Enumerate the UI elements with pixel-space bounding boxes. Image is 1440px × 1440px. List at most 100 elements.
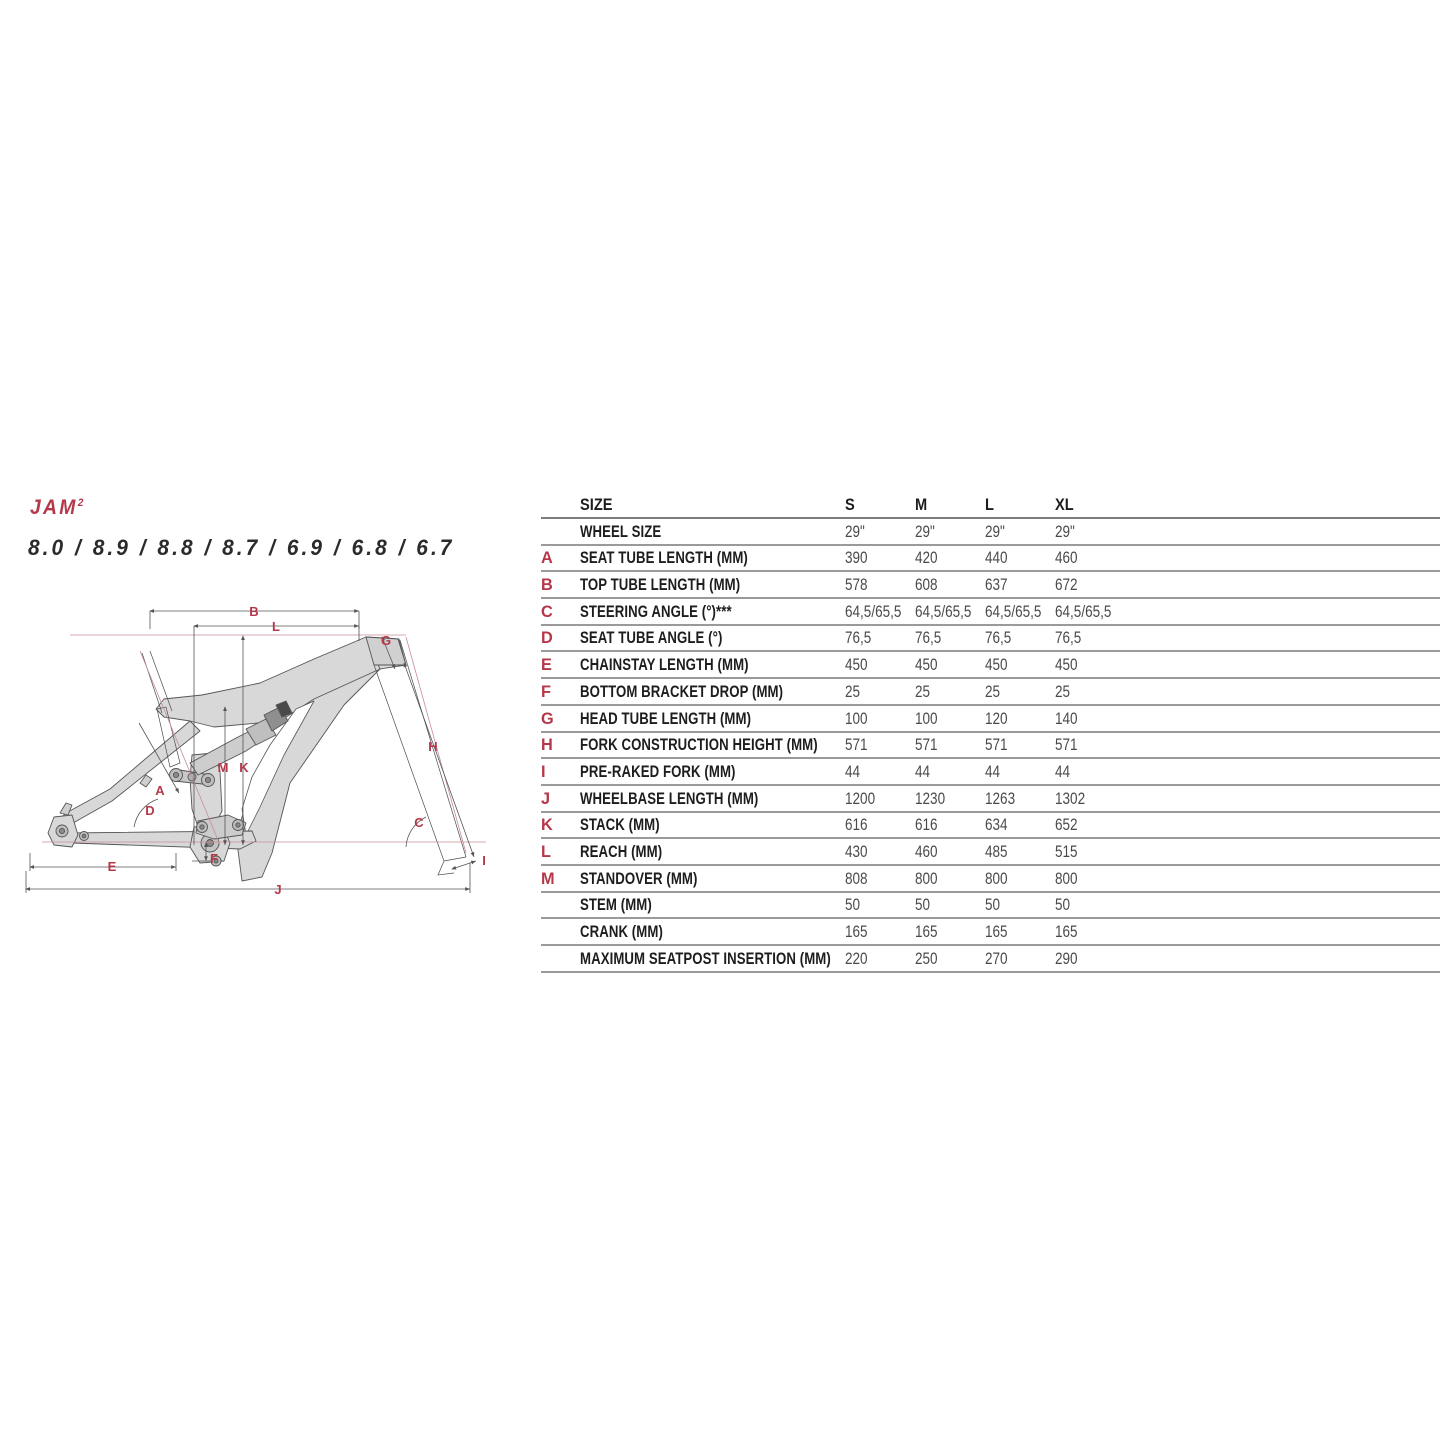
row-letter: F — [541, 678, 580, 706]
row-value-xl: 165 — [1055, 918, 1125, 946]
row-letter: D — [541, 624, 580, 653]
row-value-m: 50 — [915, 891, 985, 920]
row-value-xl: 1302 — [1055, 784, 1125, 813]
row-letter: E — [541, 651, 580, 680]
model-name: JAM — [30, 496, 78, 519]
row-value-xl: 450 — [1055, 651, 1125, 680]
dimension-letters: B L G H C I K M A D E F J — [108, 604, 486, 897]
row-label: WHEEL SIZE — [580, 518, 845, 546]
row-letter: H — [541, 731, 580, 760]
row-label: STANDOVER (MM) — [580, 864, 845, 893]
row-value-l: 120 — [985, 704, 1055, 733]
row-value-l: 50 — [985, 891, 1055, 920]
row-value-m: 1230 — [915, 784, 985, 813]
row-value-xl: 140 — [1055, 704, 1125, 733]
model-title: JAM2 — [30, 496, 83, 520]
row-value-m: 25 — [915, 678, 985, 706]
row-label: SEAT TUBE LENGTH (MM) — [580, 544, 845, 573]
row-value-xl: 460 — [1055, 544, 1125, 573]
row-pad — [1125, 731, 1440, 760]
row-value-s: 64,5/65,5 — [845, 598, 915, 626]
row-label: SEAT TUBE ANGLE (°) — [580, 624, 845, 653]
row-value-m: 800 — [915, 864, 985, 893]
row-value-s: 220 — [845, 945, 915, 973]
row-letter — [541, 891, 580, 920]
row-value-m: 76,5 — [915, 624, 985, 653]
row-value-s: 808 — [845, 864, 915, 893]
row-value-s: 1200 — [845, 784, 915, 813]
dimension-label-J: J — [274, 882, 281, 897]
row-letter: K — [541, 811, 580, 840]
row-value-xl: 571 — [1055, 731, 1125, 760]
row-value-m: 616 — [915, 811, 985, 840]
row-value-l: 800 — [985, 864, 1055, 893]
dimension-label-H: H — [428, 739, 437, 754]
row-value-s: 571 — [845, 731, 915, 760]
dimension-label-I: I — [482, 853, 486, 868]
header-size-m: M — [915, 492, 985, 519]
row-value-m: 64,5/65,5 — [915, 598, 985, 626]
row-value-l: 165 — [985, 918, 1055, 946]
row-pad — [1125, 864, 1440, 893]
row-label: HEAD TUBE LENGTH (MM) — [580, 704, 845, 733]
dimension-label-D: D — [145, 803, 154, 818]
row-letter — [541, 945, 580, 973]
row-letter: G — [541, 704, 580, 733]
row-value-l: 25 — [985, 678, 1055, 706]
row-value-m: 29" — [915, 518, 985, 546]
row-letter: A — [541, 544, 580, 573]
row-value-l: 29" — [985, 518, 1055, 546]
header-size-xl: XL — [1055, 492, 1125, 519]
row-pad — [1125, 518, 1440, 546]
row-letter — [541, 918, 580, 946]
row-value-m: 100 — [915, 704, 985, 733]
row-value-xl: 25 — [1055, 678, 1125, 706]
row-pad — [1125, 704, 1440, 733]
row-value-m: 420 — [915, 544, 985, 573]
row-letter: L — [541, 838, 580, 866]
row-label: PRE-RAKED FORK (MM) — [580, 758, 845, 786]
row-value-l: 637 — [985, 571, 1055, 600]
model-superscript: 2 — [77, 497, 84, 509]
row-value-l: 440 — [985, 544, 1055, 573]
row-pad — [1125, 624, 1440, 653]
row-label: STACK (MM) — [580, 811, 845, 840]
row-pad — [1125, 945, 1440, 973]
dimension-lines — [25, 609, 477, 893]
header-letter-cell — [541, 492, 580, 519]
dimension-label-E: E — [108, 859, 117, 874]
bike-frame-geometry-diagram: B L G H C I K M A D E F J — [14, 595, 514, 915]
row-pad — [1125, 651, 1440, 680]
header-size-l: L — [985, 492, 1055, 519]
model-diagram-panel: JAM2 8.0 / 8.9 / 8.8 / 8.7 / 6.9 / 6.8 /… — [0, 480, 520, 930]
row-value-l: 485 — [985, 838, 1055, 866]
row-value-xl: 64,5/65,5 — [1055, 598, 1125, 626]
row-value-m: 571 — [915, 731, 985, 760]
row-value-xl: 29" — [1055, 518, 1125, 546]
row-letter: J — [541, 784, 580, 813]
row-value-l: 634 — [985, 811, 1055, 840]
dimension-label-F: F — [210, 851, 218, 866]
row-label: REACH (MM) — [580, 838, 845, 866]
dimension-label-C: C — [414, 815, 424, 830]
frame-silhouette — [47, 636, 407, 882]
row-pad — [1125, 571, 1440, 600]
row-value-xl: 290 — [1055, 945, 1125, 973]
row-pad — [1125, 784, 1440, 813]
row-label: TOP TUBE LENGTH (MM) — [580, 571, 845, 600]
dimension-label-M: M — [218, 760, 229, 775]
